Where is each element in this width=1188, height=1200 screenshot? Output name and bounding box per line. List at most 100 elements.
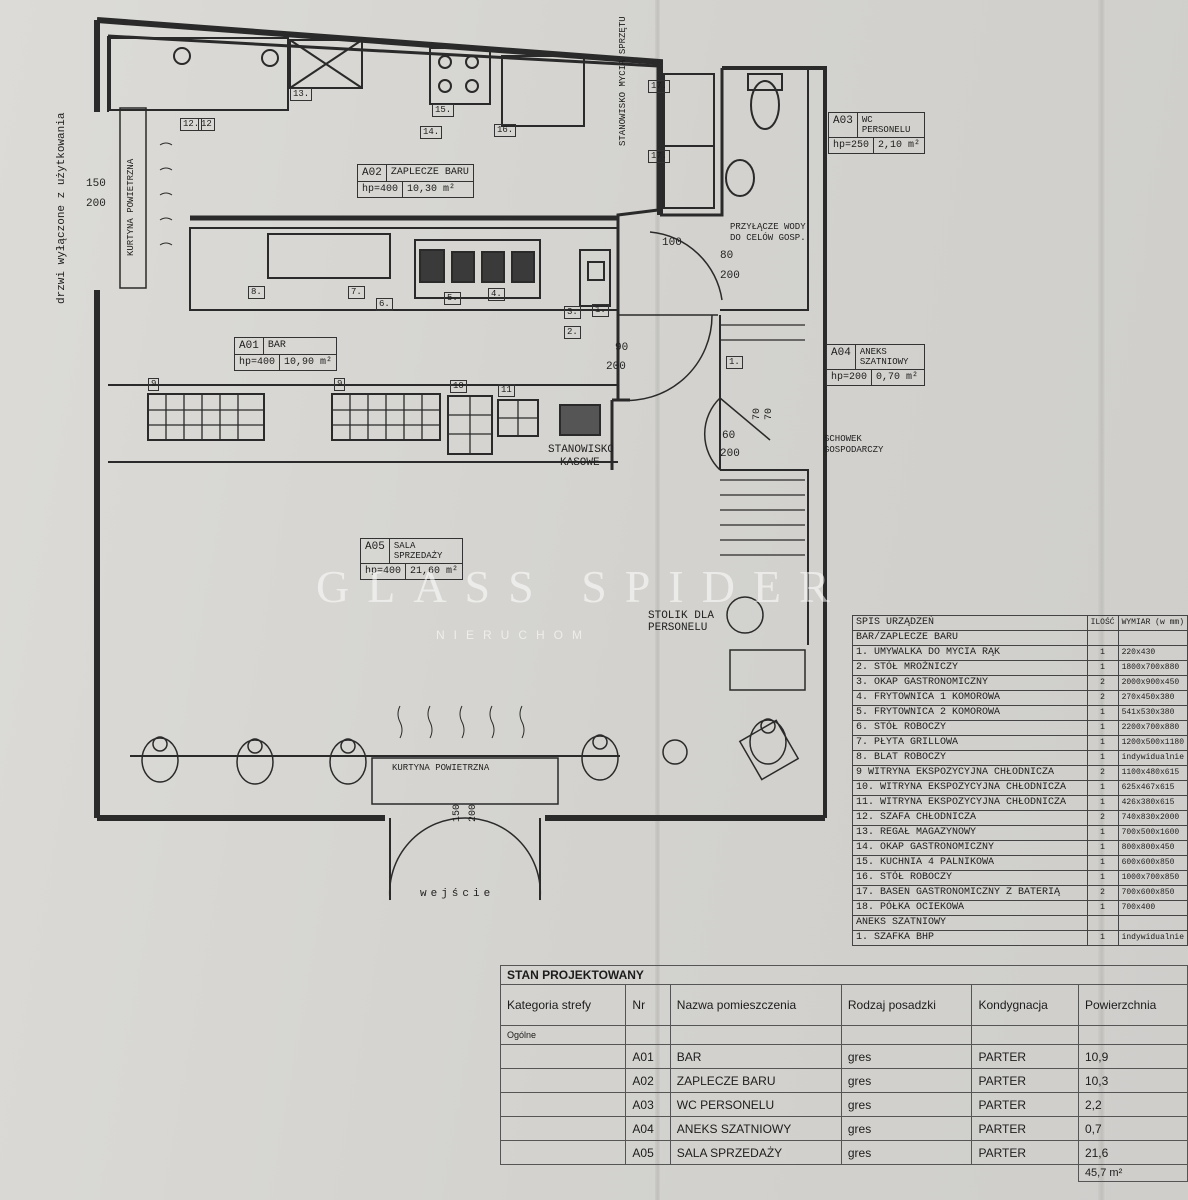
equipment-dim: 426x380x615 xyxy=(1117,795,1188,811)
outer-wall xyxy=(96,17,663,215)
equipment-qty: 1 xyxy=(1086,735,1119,751)
equip-number: 12. xyxy=(180,118,203,131)
equipment-name: 1. UMYWALKA DO MYCIA RĄK xyxy=(852,645,1088,661)
equipment-name: 1. SZAFKA BHP xyxy=(852,930,1088,946)
equipment-qty: 2 xyxy=(1086,885,1119,901)
equipment-qty: 1 xyxy=(1086,705,1119,721)
dim-200: 200 xyxy=(86,198,106,210)
equipment-dim: 1200x500x1180 xyxy=(1117,735,1188,751)
equipment-qty: 1 xyxy=(1086,930,1119,946)
equipment-name: 18. PÓŁKA OCIEKOWA xyxy=(852,900,1088,916)
cash-station-label-2: KASOWE xyxy=(560,457,600,469)
equip-number: 14. xyxy=(420,126,443,139)
equipment-dim: 1800x700x880 xyxy=(1117,660,1188,676)
cell-name: SALA SPRZEDAŻY xyxy=(669,1140,842,1165)
dim-200d: 200 xyxy=(720,448,740,460)
dim-200b: 200 xyxy=(720,270,740,282)
equipment-dim-header: WYMIAR (w mm) xyxy=(1117,615,1188,631)
watermark-subtitle: NIERUCHOM xyxy=(436,628,591,642)
equipment-dim: 740x830x2000 xyxy=(1117,810,1188,826)
cell-floor: gres xyxy=(840,1140,973,1165)
cell-level: PARTER xyxy=(971,1068,1079,1093)
cell-floor: gres xyxy=(840,1092,973,1117)
paper-fold-right xyxy=(1098,0,1106,1200)
equip-number: 9 xyxy=(334,378,346,391)
cell-floor: gres xyxy=(840,1116,973,1141)
air-curtain-label: KURTYNA POWIETRZNA xyxy=(126,158,136,256)
equipment-section: BAR/ZAPLECZE BARU xyxy=(852,630,1088,646)
room-height: hp=200 xyxy=(827,370,873,385)
equipment-qty: 2 xyxy=(1086,810,1119,826)
cell-nr: A03 xyxy=(625,1092,671,1117)
room-name: ANEKS SZATNIOWY xyxy=(859,347,909,367)
equipment-qty: 1 xyxy=(1086,855,1119,871)
dim-80: 80 xyxy=(720,250,734,262)
category-row: Ogólne xyxy=(499,1025,1188,1045)
column-header: Powierzchnia xyxy=(1077,984,1188,1026)
total-row: 45,7 m² xyxy=(501,1164,1188,1182)
equipment-dim: 700x500x1600 xyxy=(1117,825,1188,841)
cell-area: 2,2 xyxy=(1077,1092,1188,1117)
equipment-dim: 625x467x615 xyxy=(1117,780,1188,796)
equipment-name: 6. STÓŁ ROBOCZY xyxy=(852,720,1088,736)
room-code: A01 xyxy=(235,338,264,354)
equipment-dim: 600x600x850 xyxy=(1117,855,1188,871)
room-name: SALA SPRZEDAŻY xyxy=(393,541,443,561)
staff-table-label-1: STOLIK DLA xyxy=(648,610,715,622)
dim-200c: 200 xyxy=(606,361,626,373)
equip-number: 1. xyxy=(592,304,609,317)
equipment-qty: 1 xyxy=(1086,660,1119,676)
dim-200-entrance: 200 xyxy=(468,803,479,822)
room-height: hp=400 xyxy=(358,182,404,197)
room-area: 10,90 m² xyxy=(284,357,333,368)
cell-level: PARTER xyxy=(971,1044,1079,1069)
equip-number: 9 xyxy=(148,378,160,391)
column-header: Kondygnacja xyxy=(971,984,1079,1026)
equip-number: 6. xyxy=(376,298,393,311)
equip-number: 13. xyxy=(290,88,313,101)
dim-70b: 70 xyxy=(764,407,775,420)
equipment-name: 12. SZAFA CHŁODNICZA xyxy=(852,810,1088,826)
dim-70a: 70 xyxy=(752,407,763,420)
equipment-name: 4. FRYTOWNICA 1 KOMOROWA xyxy=(852,690,1088,706)
equipment-dim: 220x430 xyxy=(1117,645,1188,661)
equipment-name: 7. PŁYTA GRILLOWA xyxy=(852,735,1088,751)
equipment-qty: 1 xyxy=(1086,840,1119,856)
dim-150-entrance: 150 xyxy=(452,803,463,822)
room-height: hp=250 xyxy=(829,138,875,153)
column-header: Nazwa pomieszczenia xyxy=(669,984,842,1026)
equip-number: 17. xyxy=(648,80,671,93)
entrance-label: wejście xyxy=(420,888,495,900)
equipment-qty: 2 xyxy=(1086,765,1119,781)
equipment-name: 3. OKAP GASTRONOMICZNY xyxy=(852,675,1088,691)
storage-label-1: SCHOWEK xyxy=(824,434,862,444)
equipment-dim: 2200x700x880 xyxy=(1117,720,1188,736)
table-title: STAN PROJEKTOWANY xyxy=(500,965,1188,985)
equip-number: 10 xyxy=(450,380,467,393)
cell-nr: A02 xyxy=(625,1068,671,1093)
cell-nr: A05 xyxy=(625,1140,671,1165)
equipment-qty: 1 xyxy=(1086,645,1119,661)
room-code: A03 xyxy=(829,113,858,137)
equip-number: 17. xyxy=(648,150,671,163)
equipment-dim: 700x400 xyxy=(1117,900,1188,916)
equipment-dim: 1000x700x850 xyxy=(1117,870,1188,886)
